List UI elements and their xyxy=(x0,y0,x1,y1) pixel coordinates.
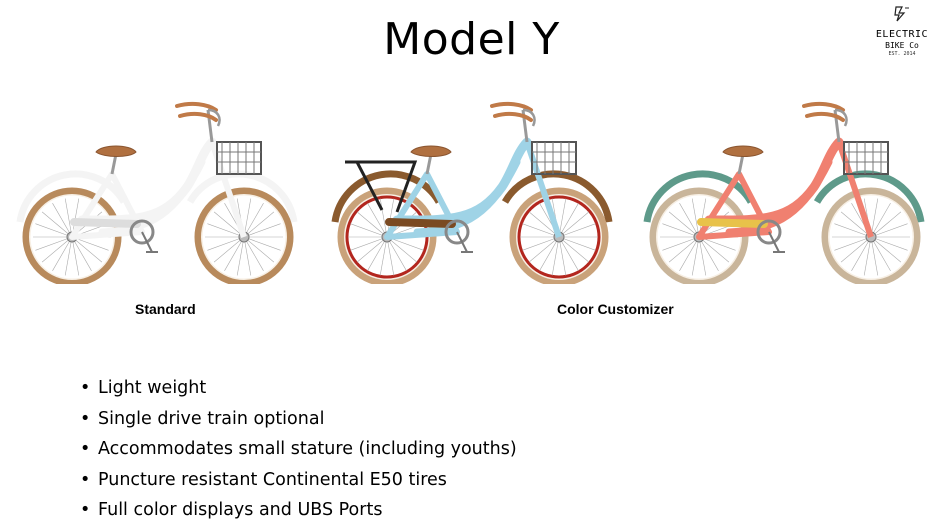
feature-item: •Puncture resistant Continental E50 tire… xyxy=(80,465,517,496)
bike-image-customizer-coral xyxy=(643,101,925,284)
bullet-dot-icon: • xyxy=(80,439,91,459)
bullet-dot-icon: • xyxy=(80,378,91,398)
feature-item: •Accommodates small stature (including y… xyxy=(80,434,517,465)
caption-standard: Standard xyxy=(135,301,196,317)
caption-color-customizer: Color Customizer xyxy=(557,301,674,317)
bullet-dot-icon: • xyxy=(80,469,91,490)
feature-item: •Full color displays and UBS Ports xyxy=(80,495,517,526)
logo-line-2: BIKE Co xyxy=(885,41,919,50)
logo-line-1: ELECTRIC xyxy=(875,29,929,40)
bike-image-standard xyxy=(16,101,298,284)
feature-item: •Single drive train optional xyxy=(80,404,517,435)
bike-image-customizer-blue xyxy=(331,101,613,284)
lightning-logo-icon xyxy=(894,6,909,22)
bullet-dot-icon: • xyxy=(80,408,91,429)
brand-logo: ELECTRIC BIKE Co EST. 2014 xyxy=(872,6,932,70)
feature-item: •Light weight xyxy=(80,373,517,404)
feature-list: •Light weight •Single drive train option… xyxy=(80,373,517,526)
slide-title: Model Y xyxy=(383,14,560,65)
bullet-dot-icon: • xyxy=(80,500,91,520)
logo-line-3: EST. 2014 xyxy=(888,51,916,57)
